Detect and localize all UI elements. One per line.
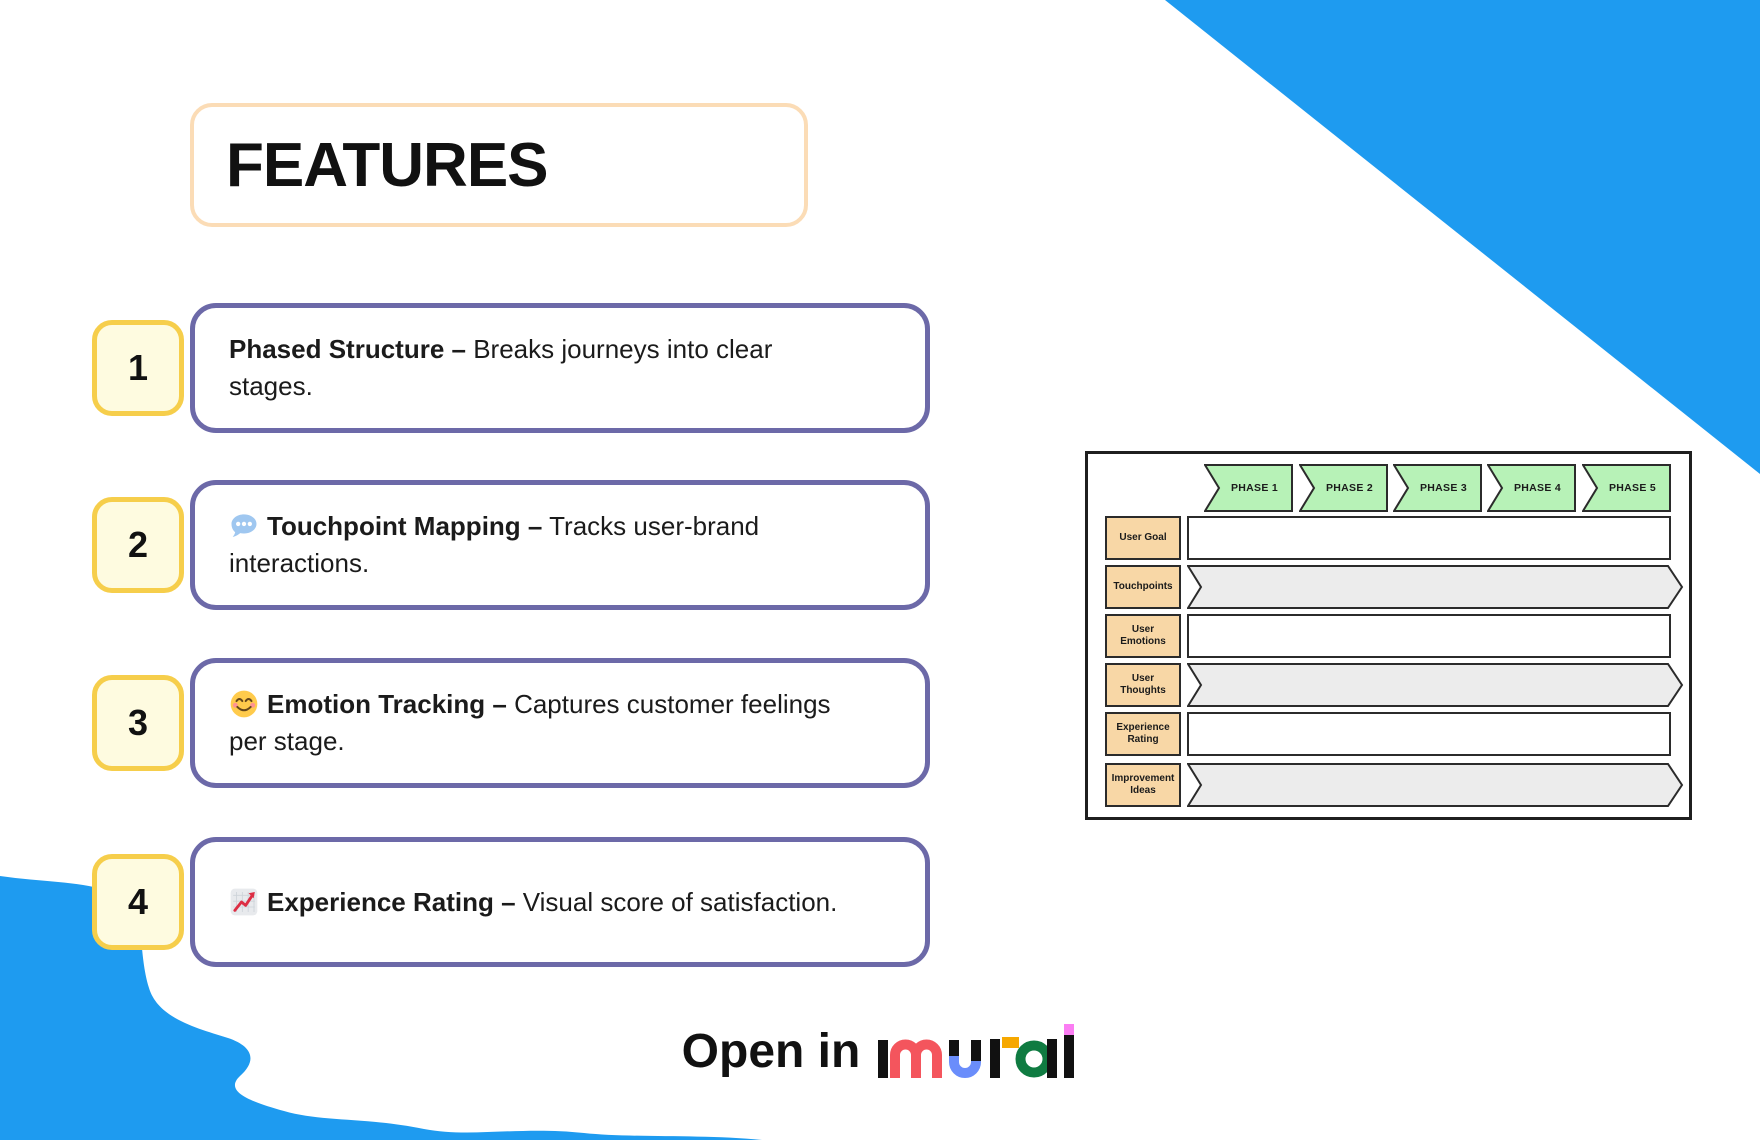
row-band-user-thoughts	[1186, 663, 1684, 707]
phase-label: PHASE 1	[1230, 482, 1279, 494]
feature-number-badge-1: 1	[92, 320, 184, 416]
badge-number: 1	[127, 347, 149, 388]
row-band-user-emotions	[1187, 614, 1671, 658]
phase-banner-2: PHASE 2	[1299, 464, 1388, 512]
feature-title: Experience Rating –	[267, 886, 516, 917]
feature-text: Touchpoint Mapping – Tracks user-brand i…	[195, 508, 925, 582]
feature-title: Emotion Tracking –	[267, 689, 507, 720]
chevron-banner-shape	[1487, 464, 1576, 512]
row-label-improvement-ideas: Improvement Ideas	[1105, 763, 1181, 807]
phase-banner-5: PHASE 5	[1582, 464, 1671, 512]
chevron-banner-shape	[1204, 464, 1293, 512]
row-band-user-goal	[1187, 516, 1671, 560]
mural-logo	[878, 1024, 1075, 1078]
badge-number: 4	[127, 881, 149, 922]
row-band-experience-rating	[1187, 712, 1671, 756]
blue-corner-blob	[0, 876, 762, 1140]
row-label-text: Touchpoints	[1113, 580, 1173, 592]
page-title: FEATURES	[226, 130, 549, 200]
phase-banner-3: PHASE 3	[1393, 464, 1482, 512]
phase-banner-4: PHASE 4	[1487, 464, 1576, 512]
feature-description: Breaks journeys into clear stages.	[229, 334, 773, 401]
phase-banner-1: PHASE 1	[1204, 464, 1293, 512]
row-label-user-emotions: User Emotions	[1105, 614, 1181, 658]
feature-text: Emotion Tracking – Captures customer fee…	[195, 686, 925, 760]
feature-card-emotion-tracking: Emotion Tracking – Captures customer fee…	[190, 658, 930, 788]
row-label-experience-rating: Experience Rating	[1105, 712, 1181, 756]
badge-number: 2	[127, 524, 149, 565]
open-in-mural[interactable]: Open in Mural	[0, 1022, 1760, 1080]
row-label-text: Improvement Ideas	[1111, 772, 1175, 797]
row-label-text: User Emotions	[1120, 623, 1166, 648]
open-in-label: Open in	[681, 1024, 861, 1078]
arrow-band-shape	[1186, 663, 1684, 707]
feature-number-badge-2: 2	[92, 497, 184, 593]
badge-number: 3	[127, 702, 149, 743]
row-label-touchpoints: Touchpoints	[1105, 565, 1181, 609]
feature-card-phased-structure: Phased Structure – Breaks journeys into …	[190, 303, 930, 433]
feature-description: Tracks user-brand interactions.	[229, 511, 760, 578]
feature-number-badge-4: 4	[92, 854, 184, 950]
speech-balloon-emoji	[231, 514, 257, 537]
chart-increasing-emoji	[230, 888, 258, 915]
row-label-text: User Thoughts	[1120, 672, 1166, 697]
phase-label: PHASE 2	[1325, 482, 1374, 494]
phase-label: PHASE 4	[1513, 482, 1562, 494]
phase-label: PHASE 5	[1608, 482, 1657, 494]
chevron-banner-shape	[1393, 464, 1482, 512]
feature-title: Phased Structure –	[229, 334, 466, 365]
chevron-banner-shape	[1299, 464, 1388, 512]
row-label-text: User Goal	[1119, 531, 1167, 543]
feature-description: Visual score of satisfaction.	[522, 886, 838, 917]
feature-card-experience-rating: Experience Rating – Visual score of sati…	[190, 837, 930, 967]
feature-text: Experience Rating – Visual score of sati…	[195, 884, 903, 921]
blue-corner-triangle	[1165, 0, 1760, 474]
chevron-banner-shape	[1582, 464, 1671, 512]
row-band-improvement-ideas	[1186, 763, 1684, 807]
row-label-text: Experience Rating	[1116, 721, 1170, 746]
journey-map-preview: PHASE 1 PHASE 2 PHASE 3 PHASE 4 PHASE 5 …	[1085, 451, 1692, 820]
feature-card-touchpoint-mapping: Touchpoint Mapping – Tracks user-brand i…	[190, 480, 930, 610]
row-band-touchpoints	[1186, 565, 1684, 609]
row-label-user-thoughts: User Thoughts	[1105, 663, 1181, 707]
arrow-band-shape	[1186, 763, 1684, 807]
title-box: FEATURES	[190, 103, 808, 227]
feature-text: Phased Structure – Breaks journeys into …	[195, 331, 925, 405]
feature-description: Captures customer feelings per stage.	[229, 689, 831, 756]
smiling-face-emoji	[230, 690, 258, 718]
feature-title: Touchpoint Mapping –	[267, 511, 543, 542]
row-label-user-goal: User Goal	[1105, 516, 1181, 560]
feature-number-badge-3: 3	[92, 675, 184, 771]
phase-label: PHASE 3	[1419, 482, 1468, 494]
arrow-band-shape	[1186, 565, 1684, 609]
